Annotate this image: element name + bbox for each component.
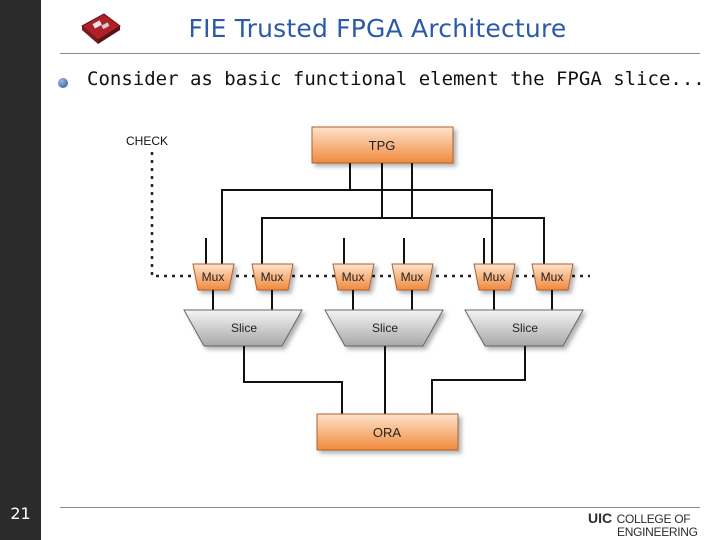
mux-block: Mux [473, 263, 516, 291]
logo-college-text: COLLEGE OF [616, 512, 691, 526]
tpg-label: TPG [369, 138, 396, 153]
mux-block: Mux [391, 263, 434, 291]
bullet-text: Consider as basic functional element the… [87, 68, 705, 90]
logo-uic-text: UIC [588, 510, 613, 526]
logo-engineering-text: ENGINEERING [617, 525, 698, 539]
mux-block: Mux [192, 263, 235, 291]
mux-label: Mux [541, 270, 564, 284]
uic-college-of-engineering-logo: UIC COLLEGE OF ENGINEERING [588, 510, 698, 539]
check-dotted-line [150, 152, 590, 278]
ora-label: ORA [373, 425, 402, 440]
mux-block: Mux [531, 263, 574, 291]
page-number: 21 [10, 504, 31, 523]
mux-label: Mux [202, 270, 225, 284]
slice-label: Slice [231, 321, 257, 335]
footer-divider [60, 507, 700, 508]
slice-block: Slice [464, 309, 584, 347]
left-sidebar-bar [0, 0, 41, 540]
slice-label: Slice [372, 321, 398, 335]
title-divider [60, 53, 700, 54]
tpg-block: TPG [311, 126, 454, 164]
slice-block: Slice [324, 309, 444, 347]
mux-label: Mux [483, 270, 506, 284]
mux-block: Mux [251, 263, 294, 291]
mux-label: Mux [401, 270, 424, 284]
slice-ora-wires [243, 346, 526, 414]
bullet-icon [58, 78, 68, 88]
check-label: CHECK [126, 134, 168, 148]
fpga-chip-logo-icon [81, 13, 121, 44]
ora-block: ORA [316, 413, 459, 451]
mux-block: Mux [332, 263, 375, 291]
mux-label: Mux [261, 270, 284, 284]
slice-label: Slice [512, 321, 538, 335]
tpg-wires [205, 163, 545, 264]
mux-label: Mux [342, 270, 365, 284]
slice-block: Slice [183, 309, 303, 347]
slide-title: FIE Trusted FPGA Architecture [188, 14, 567, 43]
mux-slice-wires [212, 290, 553, 310]
